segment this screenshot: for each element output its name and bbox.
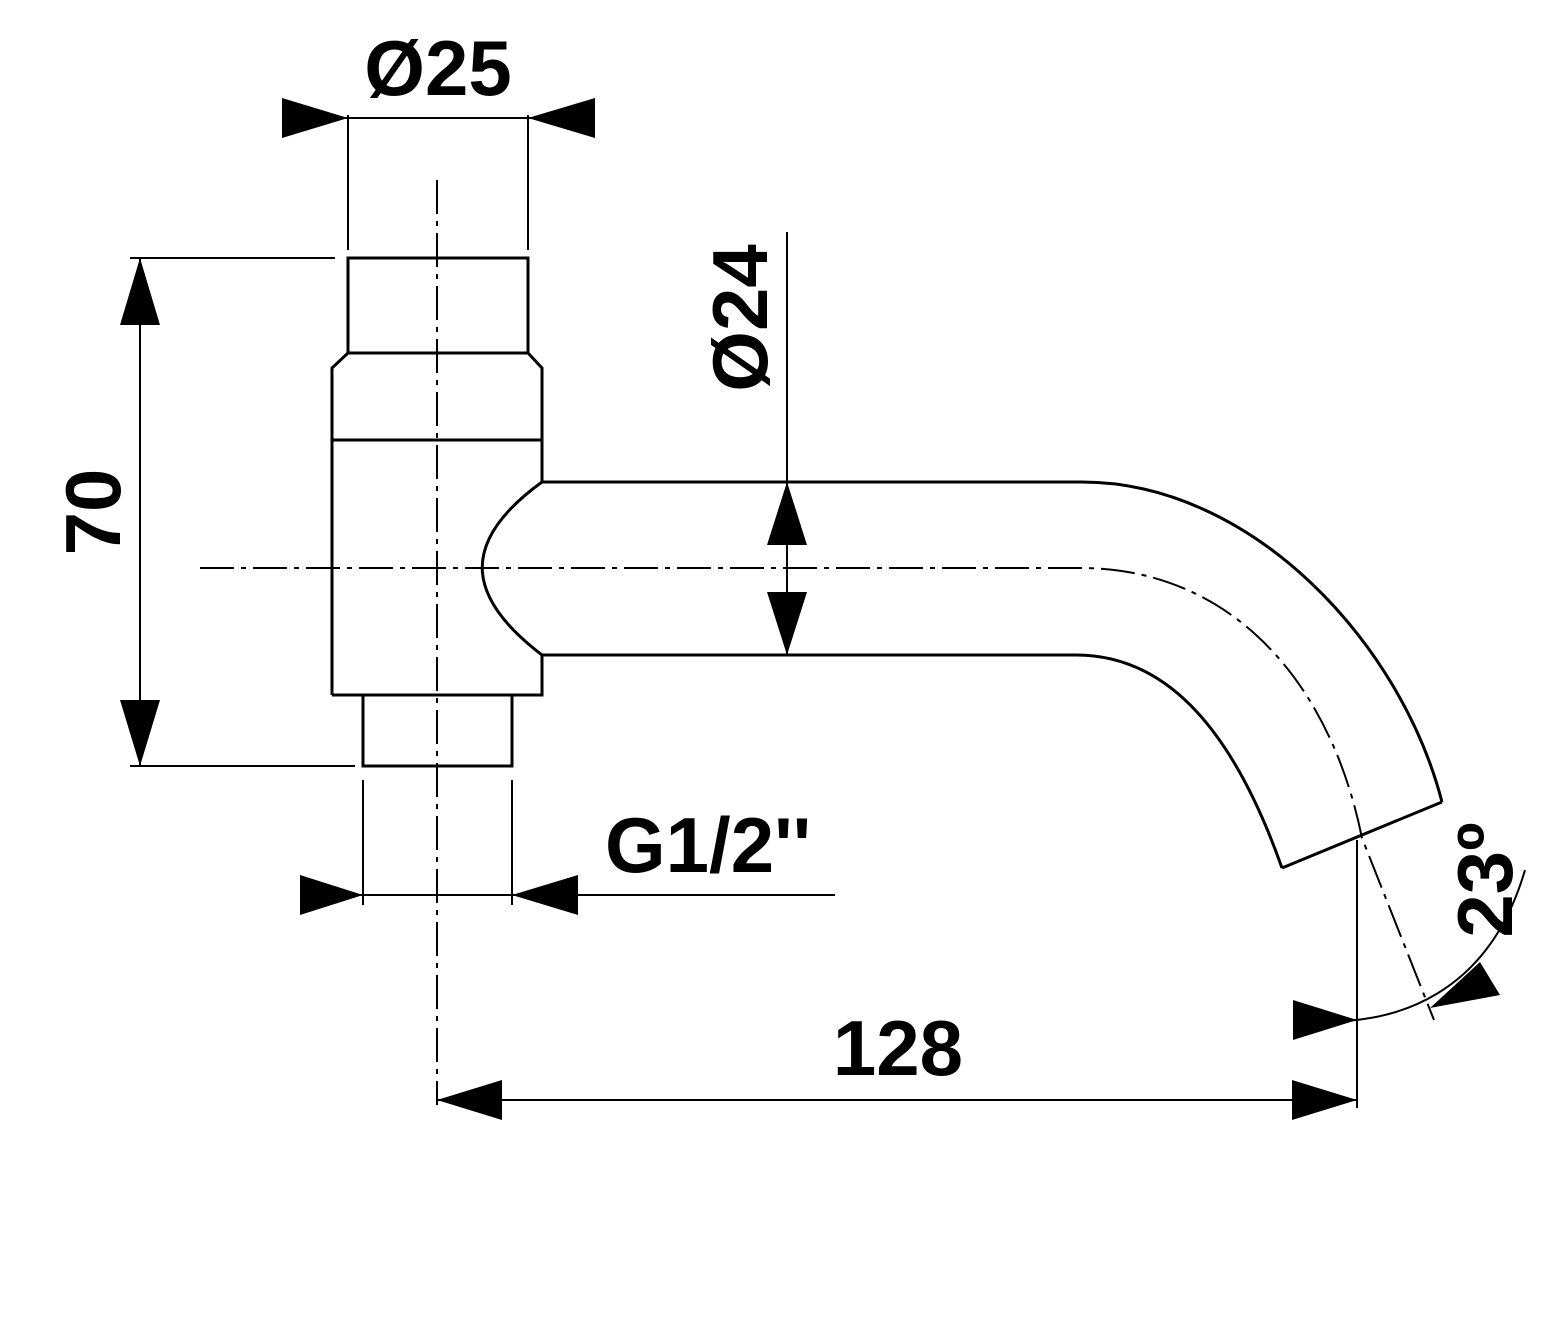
thread-label: G1/2'' [605,801,811,889]
arrowhead-left [1293,1000,1357,1040]
dimension-length: 128 [437,840,1358,1120]
arrowhead-down [120,700,160,766]
arrowhead-up [1430,962,1500,1008]
body-lower [332,655,544,697]
arrowhead-up [767,482,807,545]
arrowhead-left [437,1080,502,1120]
height-label: 70 [49,469,137,556]
arrowhead-right [300,875,363,915]
angle-label: 23º [1441,822,1529,937]
dimension-top-diameter: Ø25 [282,24,595,250]
arrowhead-right [528,98,595,138]
dimension-thread: G1/2'' [300,780,835,915]
arrowhead-left [512,875,578,915]
spout-tube-top [542,480,1444,803]
arrowhead-left [282,98,348,138]
arrowhead-right [1292,1080,1357,1120]
spout-diameter-label: Ø24 [696,244,784,391]
body-tube-joint [480,480,543,657]
top-diameter-label: Ø25 [364,24,511,112]
dimension-spout-diameter: Ø24 [696,232,807,655]
length-label: 128 [833,1004,963,1092]
spout-outline [330,256,1444,870]
dimension-angle: 23º [1293,822,1529,1040]
center-lines [200,180,1435,1105]
spout-centerline [200,567,1435,1021]
arrowhead-up [120,258,160,325]
dimension-height: 70 [49,257,355,767]
spout-tube-bottom [542,653,1284,869]
arrowhead-down [767,592,807,655]
